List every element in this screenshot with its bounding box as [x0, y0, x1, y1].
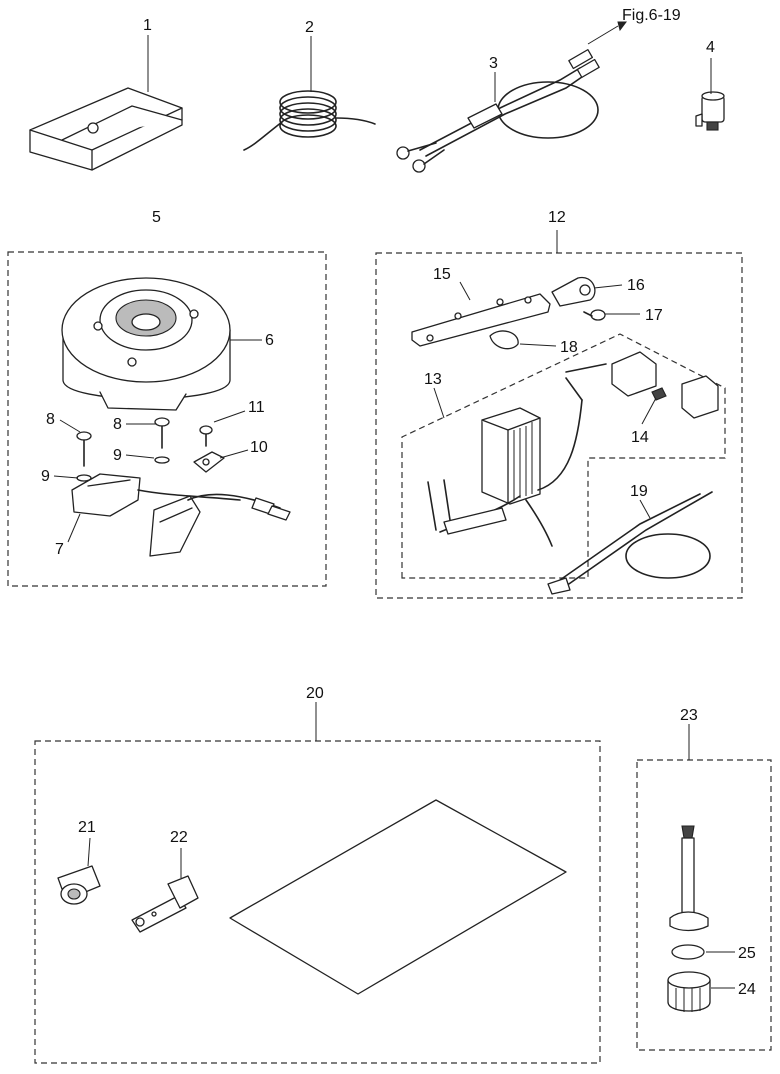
part-15-bracket — [411, 293, 551, 347]
callout-14: 14 — [631, 429, 649, 446]
part-6-flywheel — [61, 277, 231, 411]
callout-3: 3 — [489, 55, 498, 72]
callout-8-left: 8 — [46, 411, 55, 428]
group-box-23 — [636, 759, 772, 1051]
part-16-clamp — [551, 276, 596, 307]
part-8-screw-left — [76, 431, 92, 467]
callout-7: 7 — [55, 541, 64, 558]
callout-8-right: 8 — [113, 416, 122, 433]
part-9-washer-left — [76, 474, 92, 482]
callout-11: 11 — [248, 399, 265, 416]
fig-reference-label: Fig.6-19 — [622, 7, 681, 24]
callout-10: 10 — [250, 439, 268, 456]
part-11-screw — [199, 425, 213, 447]
callout-17: 17 — [645, 307, 663, 324]
callout-20: 20 — [306, 685, 324, 702]
part-23-valve — [669, 825, 709, 932]
part-2-coiled-wire — [243, 90, 376, 151]
part-17-bolt — [583, 309, 606, 321]
callout-22: 22 — [170, 829, 188, 846]
callout-23: 23 — [680, 707, 698, 724]
part-3-wire-harness — [396, 49, 600, 173]
group-box-20 — [34, 740, 601, 1064]
callout-13: 13 — [424, 371, 442, 388]
callout-18: 18 — [560, 339, 578, 356]
group-box-13 — [401, 333, 726, 579]
callout-21: 21 — [78, 819, 96, 836]
callout-12: 12 — [548, 209, 566, 226]
callout-16: 16 — [627, 277, 645, 294]
part-10-clamp — [193, 451, 225, 473]
group-box-5 — [7, 251, 327, 587]
part-24-cap — [667, 971, 711, 1012]
part-8-screw-right — [154, 417, 170, 449]
callout-25: 25 — [738, 945, 756, 962]
part-25-o-ring — [671, 944, 705, 960]
callout-15: 15 — [433, 266, 451, 283]
part-1-pouch — [29, 87, 183, 171]
callout-19: 19 — [630, 483, 648, 500]
callout-5: 5 — [152, 209, 161, 226]
part-18-clip — [489, 330, 519, 350]
part-14-connectors — [565, 351, 719, 419]
part-20-sheet — [229, 799, 567, 995]
group-box-12 — [375, 252, 743, 599]
part-19-wire-lead — [547, 491, 713, 595]
callout-1: 1 — [143, 17, 152, 34]
callout-9-left: 9 — [41, 468, 50, 485]
callout-6: 6 — [265, 332, 274, 349]
part-9-washer-right — [154, 456, 170, 464]
callout-9-right: 9 — [113, 447, 122, 464]
part-22-screw-plug — [131, 875, 199, 933]
part-13-rectifier — [427, 377, 583, 547]
part-7-ignition-coils — [71, 473, 291, 557]
callout-4: 4 — [706, 39, 715, 56]
callout-24: 24 — [738, 981, 756, 998]
part-21-drain-plug — [57, 865, 101, 905]
callout-2: 2 — [305, 19, 314, 36]
part-4-plug — [695, 91, 725, 131]
